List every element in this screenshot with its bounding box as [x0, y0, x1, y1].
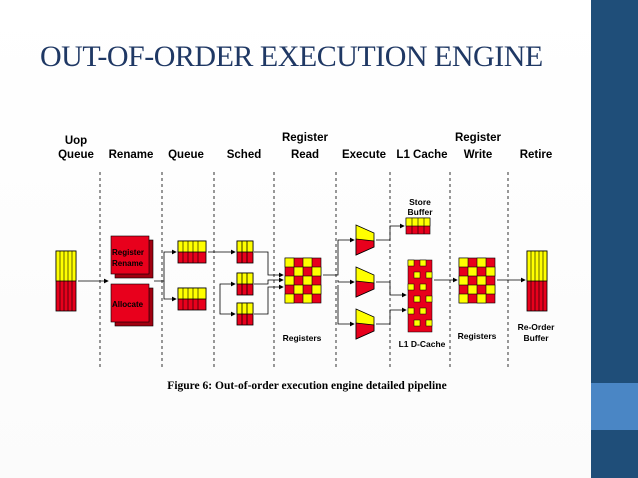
- register-rename-block: Register Rename: [110, 235, 154, 279]
- header-write: Write: [464, 149, 493, 161]
- sched-blocks: [236, 240, 254, 326]
- header-l1-cache: L1 Cache: [396, 149, 447, 161]
- slide-title: OUT-OF-ORDER EXECUTION ENGINE: [40, 40, 543, 73]
- header-sched: Sched: [227, 149, 262, 161]
- pipeline-diagram: Uop Queue Rename Queue Sched Register Re…: [38, 125, 576, 402]
- figure-caption: Figure 6: Out-of-order execution engine …: [167, 380, 446, 392]
- label-store: Store: [409, 197, 431, 207]
- stage-separators: [99, 172, 509, 370]
- pipeline-arrows: [78, 223, 526, 327]
- svg-text:Register: Register: [112, 248, 144, 257]
- reorder-buffer-block: [526, 250, 548, 312]
- svg-text:Allocate: Allocate: [112, 300, 144, 309]
- header-rename: Rename: [109, 149, 154, 161]
- header-retire: Retire: [520, 149, 553, 161]
- svg-text:Rename: Rename: [112, 259, 144, 268]
- label-buffer: Buffer: [407, 207, 433, 217]
- l1-dcache-block: [407, 259, 433, 333]
- label-registers-read: Registers: [283, 333, 322, 343]
- register-file-read: [284, 257, 322, 304]
- label-registers-write: Registers: [458, 331, 497, 341]
- stage-headers: Uop Queue Rename Queue Sched Register Re…: [58, 132, 552, 161]
- header-register-2: Register: [455, 132, 502, 144]
- allocate-block: Allocate: [110, 283, 154, 327]
- label-buffer-rob: Buffer: [523, 333, 549, 343]
- register-file-write: [458, 257, 496, 304]
- label-reorder: Re-Order: [518, 322, 556, 332]
- header-read: Read: [291, 149, 319, 161]
- execute-units: [355, 224, 375, 340]
- header-queue-2: Queue: [168, 149, 204, 161]
- header-execute: Execute: [342, 149, 386, 161]
- uop-queue-block: [55, 250, 77, 312]
- label-l1-dcache: L1 D-Cache: [399, 339, 446, 349]
- queue-block-bottom: [177, 287, 207, 311]
- header-queue-1: Queue: [58, 149, 94, 161]
- side-accent-square: [591, 383, 638, 430]
- store-buffer-block: [405, 217, 431, 235]
- header-register: Register: [282, 132, 329, 144]
- header-uop: Uop: [65, 135, 87, 147]
- queue-block-top: [177, 240, 207, 264]
